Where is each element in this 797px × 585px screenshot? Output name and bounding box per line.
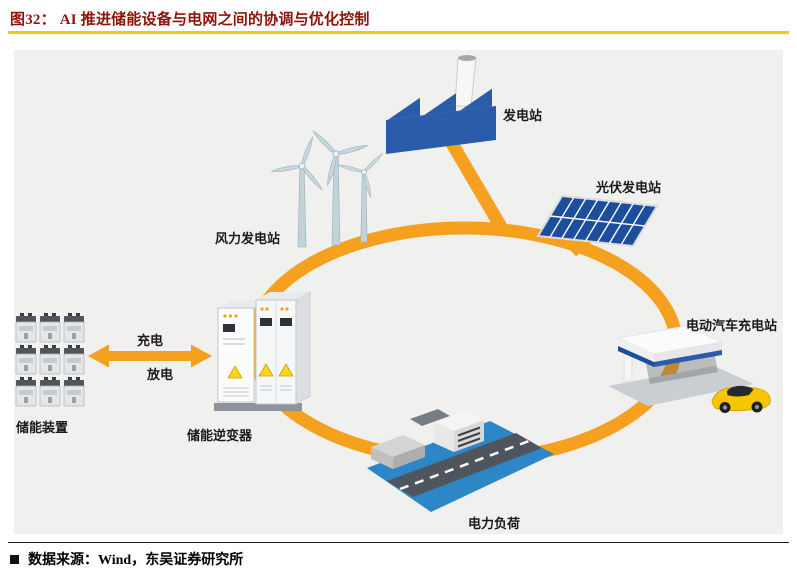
pv-station-icon	[536, 194, 659, 248]
warning-triangle-icon	[278, 363, 294, 377]
ev-charging-station-icon	[608, 325, 754, 406]
indicator-light	[223, 314, 227, 318]
roof-tooth	[424, 93, 456, 116]
indicator-light	[260, 307, 264, 311]
warning-triangle-icon	[258, 363, 274, 377]
indicator-light	[280, 307, 284, 311]
canopy-stripe-front	[618, 346, 654, 367]
cabinet-screen	[223, 324, 235, 332]
road-center-line	[399, 439, 530, 491]
factory-body	[386, 106, 496, 154]
roof-tooth	[388, 97, 420, 120]
load-building-roof	[434, 411, 484, 431]
car-hub	[754, 404, 760, 410]
cabinet-label	[223, 343, 245, 345]
warning-triangle-icon	[227, 365, 243, 379]
roof-tooth	[460, 88, 492, 111]
inverter-side	[295, 291, 311, 405]
load-building-front	[434, 422, 454, 452]
title-underline	[8, 31, 789, 34]
turbine-hub	[332, 150, 340, 158]
gray-box-roof	[371, 435, 425, 457]
energy-grid-diagram-panel: 发电站 光伏发电站 电动汽车充电站 电力负荷 风力发电站 储能逆变器 储能装置 …	[14, 50, 783, 534]
battery-cell	[15, 312, 37, 343]
ev-shadow	[646, 352, 718, 384]
power-load-label: 电力负荷	[468, 516, 521, 531]
wind-station-label: 风力发电站	[215, 231, 281, 246]
building-window	[457, 432, 481, 442]
power-plant-icon	[386, 55, 496, 154]
arrow-head-right	[191, 344, 212, 368]
sports-car-icon	[711, 385, 771, 413]
figure-title: 图32： AI 推进储能设备与电网之间的协调与优化控制	[10, 12, 370, 28]
indicator-light	[265, 307, 269, 311]
turbine-rotor	[311, 129, 369, 187]
battery-cell	[15, 376, 37, 407]
battery-cell	[63, 344, 85, 375]
storage-inverter-label: 储能逆变器	[187, 428, 253, 443]
load-dark-slab	[410, 409, 450, 426]
chimney	[454, 57, 477, 107]
inverter-cabinet	[217, 307, 255, 403]
indicator-light	[228, 314, 233, 318]
turbine-hub	[361, 169, 367, 175]
turbine-rotor	[270, 135, 324, 192]
power-plant-connector	[444, 136, 510, 236]
indicator-light	[285, 307, 289, 311]
pv-grid-row-line	[549, 215, 646, 227]
battery-cell	[15, 344, 37, 375]
storage-device-label: 储能装置	[16, 420, 69, 435]
canopy-right	[654, 342, 722, 362]
gray-box-side	[393, 445, 425, 469]
source-bullet-icon	[10, 554, 19, 564]
storage-device-icon	[15, 312, 85, 407]
ev-platform	[608, 366, 754, 406]
pv-station-label: 光伏发电站	[596, 180, 662, 195]
cabinet-label	[223, 338, 245, 340]
gray-box-front	[371, 447, 393, 469]
charge-discharge-arrow	[88, 344, 212, 368]
chimney-top	[458, 55, 476, 61]
storage-inverter-icon	[214, 291, 311, 411]
charge-label: 充电	[137, 333, 164, 348]
canopy-front	[618, 338, 654, 362]
arrow-head-left	[88, 344, 109, 368]
wind-station-icon	[270, 129, 385, 248]
battery-cell	[63, 376, 85, 407]
power-load-icon	[367, 409, 554, 512]
inverter-plinth	[214, 403, 302, 411]
battery-cell	[63, 312, 85, 343]
cabinet-screen	[260, 318, 272, 326]
ev-charging-station-label: 电动汽车充电站	[686, 318, 778, 333]
car-hub	[722, 405, 728, 410]
data-source-line: 数据来源：Wind，东吴证券研究所	[10, 549, 243, 569]
footer-divider	[8, 542, 789, 543]
inverter-top	[256, 292, 310, 300]
building-window	[457, 426, 481, 437]
building-window	[457, 437, 481, 448]
car-cabin	[727, 385, 754, 397]
cabinet-screen	[280, 318, 292, 326]
canopy-stripe-right	[654, 350, 722, 367]
turbine-hub	[298, 162, 306, 170]
battery-cell	[39, 344, 61, 375]
indicator-light	[234, 314, 238, 318]
battery-cell	[39, 312, 61, 343]
turbine-pole	[297, 167, 307, 248]
discharge-label: 放电	[147, 367, 174, 382]
battery-cell	[39, 376, 61, 407]
turbine-rotor	[337, 151, 385, 199]
power-plant-label: 发电站	[503, 108, 543, 123]
energy-grid-diagram	[15, 55, 771, 512]
source-text: 数据来源：Wind，东吴证券研究所	[28, 553, 244, 568]
